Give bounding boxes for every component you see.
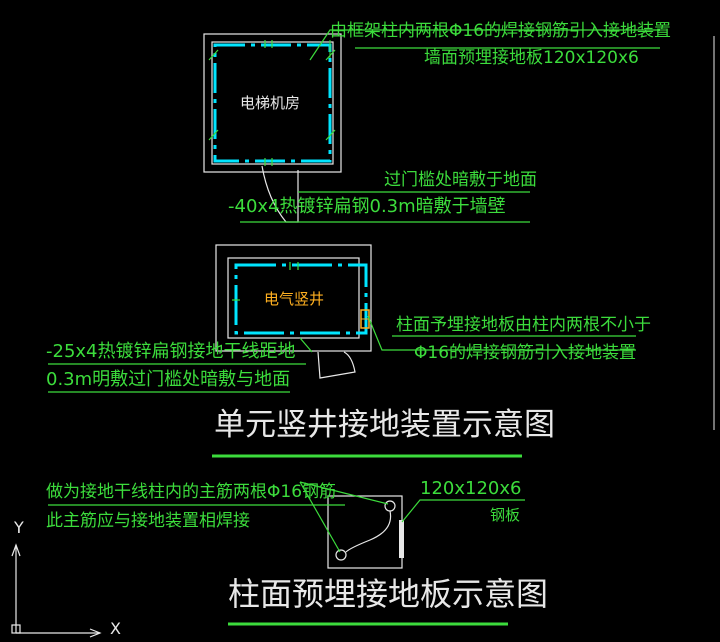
top-note-1: 由框架柱内两根Φ16的焊接钢筋引入接地装置 <box>330 21 672 41</box>
top-note-4: -40x4热镀锌扁钢0.3m暗敷于墙壁 <box>228 196 506 217</box>
middle-note-2: Φ16的焊接钢筋引入接地装置 <box>414 343 637 363</box>
middle-note-4: 0.3m明敷过门槛处暗敷与地面 <box>46 369 291 390</box>
shaft-label: 电气竖井 <box>264 290 325 308</box>
shaft-diagram-title: 单元竖井接地装置示意图 <box>214 407 555 443</box>
bottom-note-1: 做为接地干线柱内的主筋两根Φ16钢筋 <box>46 482 337 502</box>
shaft-ground-loop <box>234 263 368 335</box>
plate-size-label: 120x120x6 <box>420 478 522 499</box>
ucs-y-label: Y <box>14 518 24 537</box>
steel-plate <box>399 520 404 558</box>
plate-diagram-title: 柱面预埋接地板示意图 <box>228 575 549 613</box>
middle-note-3: -25x4热镀锌扁钢接地干线距地 <box>46 341 296 362</box>
bottom-note-2: 此主筋应与接地装置相焊接 <box>46 511 250 531</box>
shaft-inner-wall <box>227 257 360 339</box>
top-note-2: 墙面预埋接地板120x120x6 <box>424 48 639 68</box>
shaft-outer-wall <box>215 244 372 352</box>
top-note-3: 过门槛处暗敷于地面 <box>384 170 537 190</box>
plate-material-label: 钢板 <box>490 506 521 524</box>
column-section <box>327 495 403 569</box>
machine-room-label: 电梯机房 <box>240 94 301 112</box>
middle-note-1: 柱面予埋接地板由柱内两根不小于 <box>396 315 651 335</box>
ucs-x-label: X <box>110 619 121 638</box>
ucs-icon <box>11 543 102 638</box>
machine-room-outer-wall <box>203 33 342 173</box>
